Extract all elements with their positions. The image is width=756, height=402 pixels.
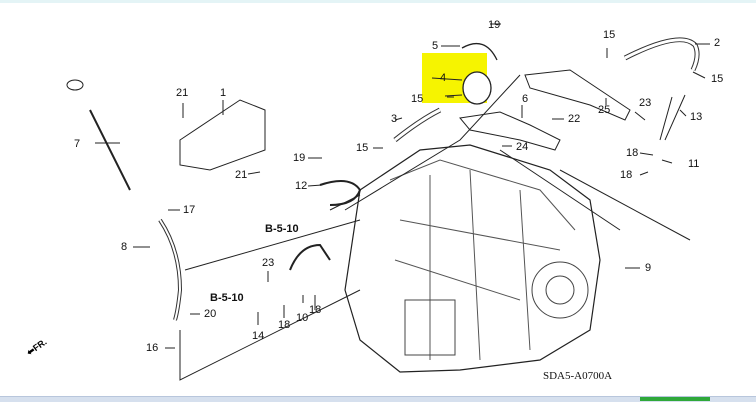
top-strip <box>0 0 756 3</box>
part-label-18a[interactable]: 18 <box>626 147 639 159</box>
part-label-16[interactable]: 16 <box>146 342 159 354</box>
reference-b-5-10-upper[interactable]: B-5-10 <box>265 223 299 235</box>
part-label-9[interactable]: 9 <box>645 262 652 274</box>
cover-1 <box>179 99 266 171</box>
part-label-1[interactable]: 1 <box>220 87 227 99</box>
part-label-20[interactable]: 20 <box>204 308 217 320</box>
part-label-24[interactable]: 24 <box>516 141 529 153</box>
part-label-15d[interactable]: 15 <box>356 142 369 154</box>
part-label-18b[interactable]: 18 <box>620 169 633 181</box>
part-label-2[interactable]: 2 <box>714 37 721 49</box>
part-label-12[interactable]: 12 <box>295 180 308 192</box>
part-label-23b[interactable]: 23 <box>262 257 275 269</box>
part-label-15b[interactable]: 15 <box>603 29 616 41</box>
part-label-13[interactable]: 13 <box>690 111 703 123</box>
part-label-21b[interactable]: 21 <box>235 169 248 181</box>
part-label-8[interactable]: 8 <box>121 241 128 253</box>
transmission-case <box>344 144 601 373</box>
part-label-18c[interactable]: 18 <box>278 319 291 331</box>
bottom-bar <box>0 396 756 402</box>
bracket-6 <box>459 111 561 151</box>
part-label-23a[interactable]: 23 <box>639 97 652 109</box>
part-label-22[interactable]: 22 <box>568 113 581 125</box>
bracket-25 <box>524 69 631 121</box>
part-label-18d[interactable]: 18 <box>309 304 322 316</box>
reference-b-5-10-lower[interactable]: B-5-10 <box>210 292 244 304</box>
filter-4 <box>462 71 492 105</box>
part-label-25[interactable]: 25 <box>598 104 611 116</box>
part-label-17[interactable]: 17 <box>183 204 196 216</box>
part-label-7[interactable]: 7 <box>74 138 81 150</box>
part-label-19a[interactable]: 19 <box>488 19 501 31</box>
part-label-11[interactable]: 11 <box>688 158 700 170</box>
diagram-code: SDA5-A0700A <box>543 370 613 382</box>
part-label-21a[interactable]: 21 <box>176 87 189 99</box>
part-label-4[interactable]: 4 <box>440 72 447 84</box>
green-button[interactable] <box>640 397 710 401</box>
part-label-15c[interactable]: 15 <box>711 73 724 85</box>
part-label-6[interactable]: 6 <box>522 93 529 105</box>
part-label-14[interactable]: 14 <box>252 330 265 342</box>
part-label-3[interactable]: 3 <box>391 113 398 125</box>
part-label-15a[interactable]: 15 <box>411 93 424 105</box>
part-label-19b[interactable]: 19 <box>293 152 306 164</box>
part-label-10[interactable]: 10 <box>296 312 309 324</box>
part-label-5[interactable]: 5 <box>432 40 439 52</box>
